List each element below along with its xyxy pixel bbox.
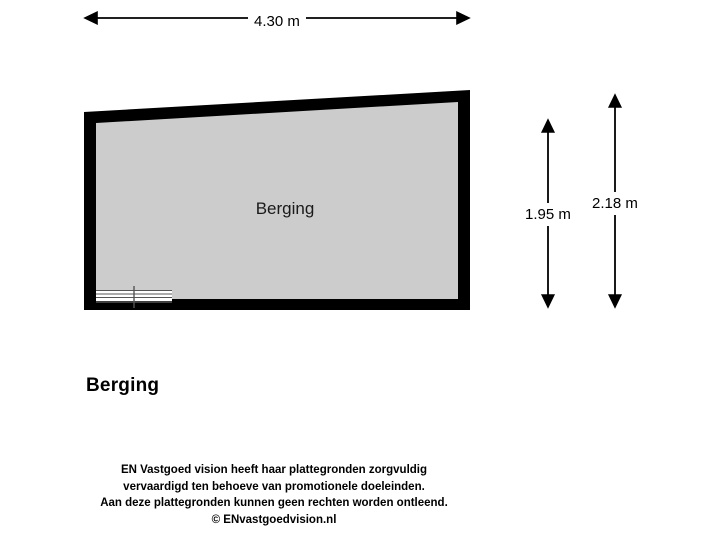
footer-line-2: vervaardigd ten behoeve van promotionele… xyxy=(123,480,425,493)
footer-line-3: Aan deze plattegronden kunnen geen recht… xyxy=(100,497,448,509)
footer-line-4: © ENvastgoedvision.nl xyxy=(211,513,337,526)
dimension-label-right-inner: 1.95 m xyxy=(519,203,577,226)
footer-line-1: EN Vastgoed vision heeft haar plattegron… xyxy=(120,464,428,476)
dimension-label-top: 4.30 m xyxy=(248,10,306,33)
dimension-label-right-outer: 2.18 m xyxy=(586,192,644,215)
sliding-door-symbol[interactable] xyxy=(96,286,172,308)
page-title: Berging xyxy=(86,375,160,396)
room-floor xyxy=(96,102,458,299)
room-label: Berging xyxy=(256,199,315,218)
footer-disclaimer: EN Vastgoed vision heeft haar plattegron… xyxy=(0,462,548,528)
